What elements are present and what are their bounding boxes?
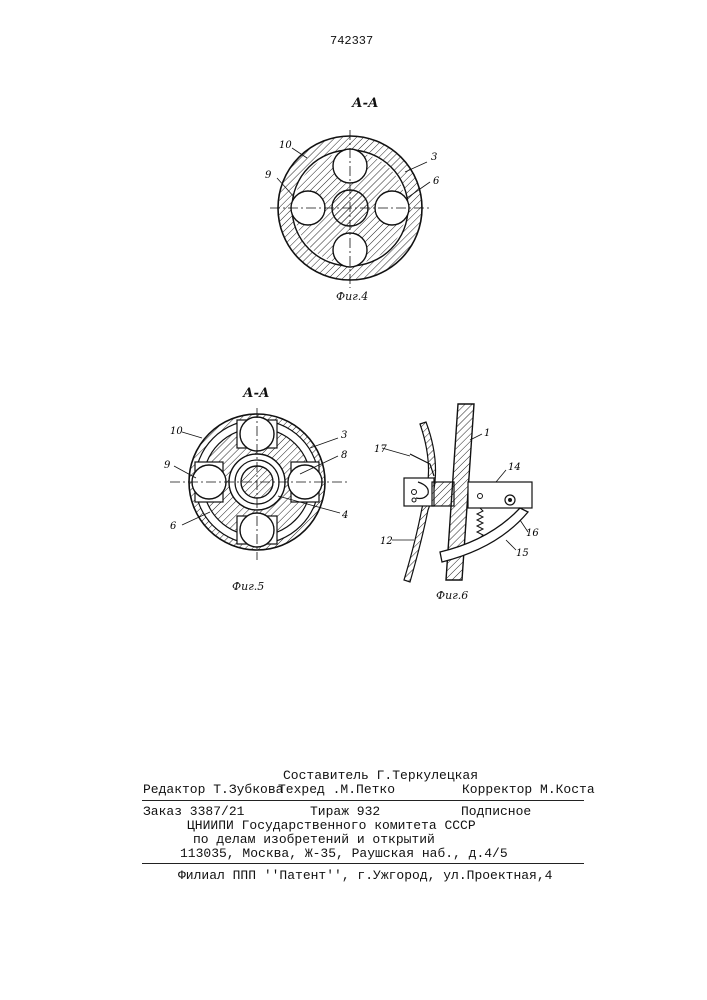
fig4-section-label: А-А [352, 96, 379, 111]
patent-number: 742337 [330, 34, 373, 48]
imprint-compiler: Составитель Г.Теркулецкая [283, 768, 478, 783]
fig4-caption: Фиг.4 [336, 290, 368, 303]
fig6-label-3: 14 [508, 462, 521, 473]
imprint-org-line1: ЦНИИПИ Государственного комитета СССР [187, 818, 476, 833]
fig6-label-1: 17 [374, 444, 387, 455]
imprint-org-line2: по делам изобретений и открытий [193, 832, 435, 847]
imprint-branch: Филиал ППП ''Патент'', г.Ужгород, ул.Про… [178, 868, 552, 883]
imprint-divider-bottom [142, 863, 584, 864]
fig6-label-5: 16 [526, 528, 539, 539]
fig4-label-3: 3 [431, 152, 437, 163]
imprint-divider-top [142, 800, 584, 801]
figure-5-drawing: 10 9 6 3 8 4 [160, 400, 360, 580]
imprint-order: Заказ 3387/21 [143, 804, 244, 819]
fig5-label-5: 8 [341, 450, 347, 461]
fig5-label-3: 6 [170, 521, 177, 532]
imprint-corrector: Корректор М.Коста [462, 782, 595, 797]
imprint-org-address: 113035, Москва, Ж-35, Раушская наб., д.4… [180, 846, 508, 861]
imprint-circulation: Тираж 932 [310, 804, 380, 819]
imprint-techred: Техред .М.Петко [278, 782, 395, 797]
fig4-label-1: 10 [279, 140, 292, 151]
fig5-label-6: 4 [341, 510, 348, 521]
fig6-label-4: 12 [380, 536, 393, 547]
fig6-caption: Фиг.6 [436, 589, 468, 602]
figure-6-drawing: 17 1 14 12 16 15 [370, 400, 550, 590]
imprint-editor: Редактор Т.Зубкова [143, 782, 283, 797]
fig5-caption: Фиг.5 [232, 580, 264, 593]
fig6-label-2: 1 [484, 428, 490, 439]
figure-4-drawing: 10 9 3 6 [255, 90, 445, 320]
fig4-label-2: 9 [265, 170, 272, 181]
imprint-subscription: Подписное [461, 804, 531, 819]
fig5-label-1: 10 [170, 426, 183, 437]
fig5-section-label: А-А [243, 386, 270, 401]
fig5-label-4: 3 [341, 430, 347, 441]
fig5-label-2: 9 [164, 460, 171, 471]
fig4-label-4: 6 [433, 176, 440, 187]
fig6-label-6: 15 [516, 548, 529, 559]
